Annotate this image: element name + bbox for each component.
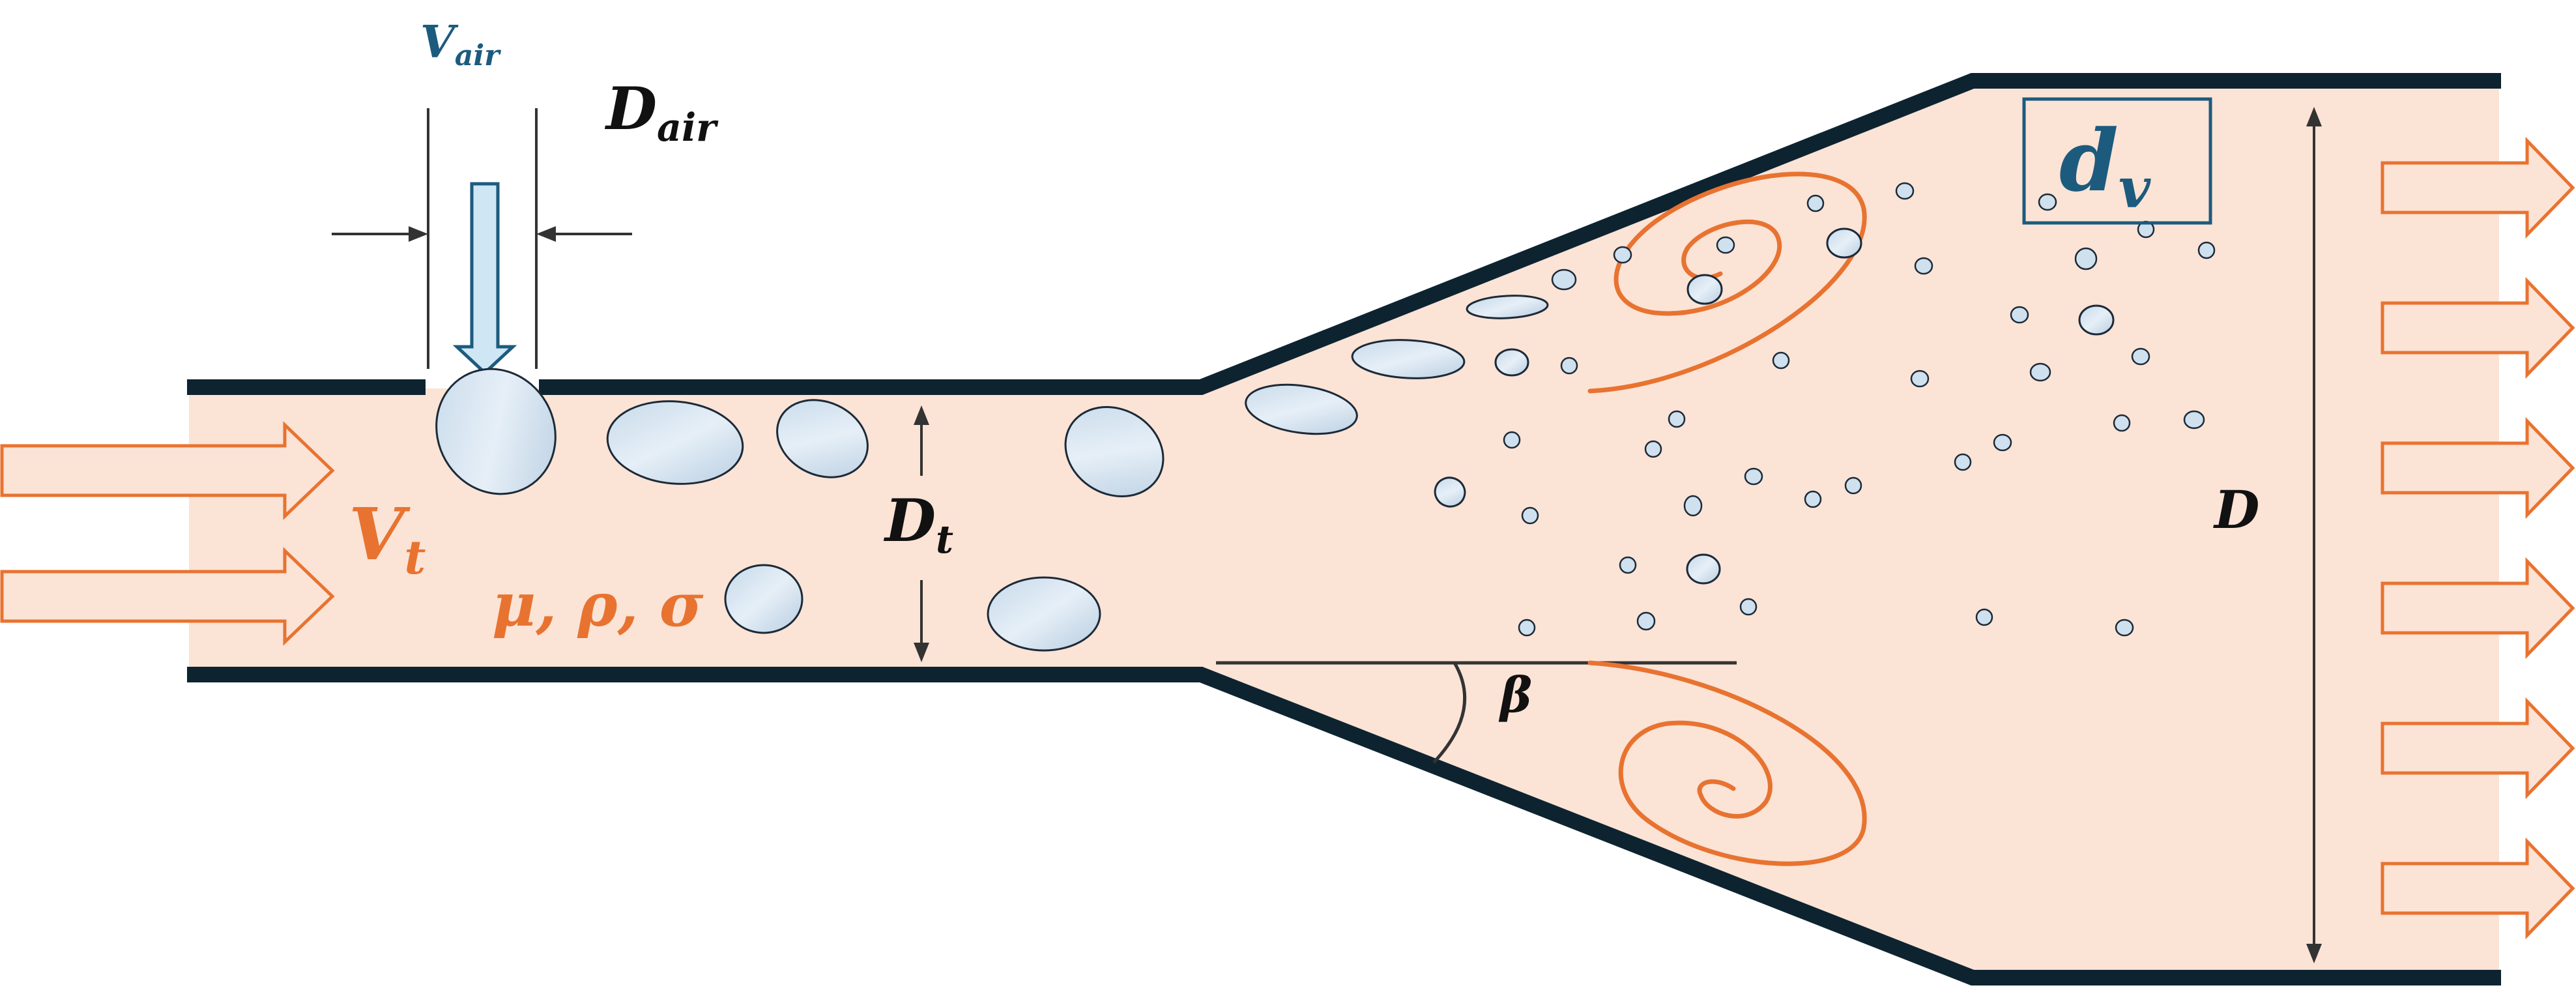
inlet-arrows: [0, 421, 335, 646]
channel-walls: [187, 73, 2501, 985]
dt-lower-arrowhead: [914, 643, 929, 662]
d-air-label: Dair: [604, 74, 719, 150]
ellipse-bubble-icon: [1686, 274, 1723, 305]
block-arrow-right-icon: [2381, 697, 2575, 800]
ellipse-bubble-icon: [1686, 553, 1721, 585]
ellipse-bubble-icon: [2078, 304, 2115, 336]
bottom-wall: [187, 667, 2501, 985]
outlet-diameter-dimension: [2306, 107, 2322, 963]
ellipse-bubble-icon: [1844, 476, 1862, 495]
ellipse-bubble-icon: [2038, 193, 2057, 211]
ellipse-bubble-icon: [1975, 608, 1993, 626]
ellipse-bubble-icon: [2029, 362, 2051, 382]
dv-box: [2022, 97, 2212, 225]
ellipse-bubble-icon: [1644, 440, 1662, 458]
ellipse-bubble-icon: [1993, 433, 2012, 452]
ellipse-bubble-icon: [1466, 295, 1549, 319]
diffuser-angle: [1216, 661, 1737, 764]
air-dim-right-arrowhead: [536, 226, 556, 242]
ellipse-bubble-icon: [1683, 495, 1703, 517]
block-arrow-right-icon: [2381, 136, 2575, 239]
ellipse-bubble-icon: [1613, 246, 1632, 264]
dt-upper-arrowhead: [914, 405, 929, 425]
block-arrow-right-icon: [2381, 416, 2575, 519]
air-inlet-dimension: [332, 108, 632, 369]
ellipse-bubble-icon: [2113, 414, 2131, 432]
ellipse-bubble-icon: [1826, 227, 1862, 259]
ellipse-bubble-icon: [2197, 241, 2216, 259]
ellipse-bubble-icon: [1668, 410, 1686, 428]
bubbles: [435, 182, 2216, 652]
ellipse-bubble-icon: [2183, 410, 2205, 430]
ellipse-bubble-icon: [724, 564, 803, 634]
ellipse-bubble-icon: [1744, 467, 1763, 486]
ellipse-bubble-icon: [606, 400, 744, 485]
ellipse-bubble-icon: [1772, 351, 1790, 370]
ellipse-bubble-icon: [1806, 194, 1825, 212]
ellipse-bubble-icon: [1351, 339, 1466, 379]
ellipse-bubble-icon: [776, 399, 869, 478]
beta-label: β: [1498, 667, 1532, 723]
angle-arc: [1432, 662, 1467, 764]
ellipse-bubble-icon: [2074, 247, 2098, 270]
block-arrow-right-icon: [2381, 837, 2575, 940]
ellipse-bubble-icon: [1518, 619, 1536, 637]
ellipse-bubble-icon: [1503, 431, 1521, 449]
ellipse-bubble-icon: [2010, 306, 2029, 324]
v-air-label: Vair: [420, 16, 501, 72]
ellipse-bubble-icon: [1739, 598, 1758, 616]
ellipse-bubble-icon: [1619, 556, 1637, 574]
ellipse-bubble-icon: [1636, 611, 1656, 631]
ellipse-bubble-icon: [1434, 476, 1466, 508]
d-lower-arrowhead: [2306, 944, 2322, 963]
ellipse-bubble-icon: [1804, 490, 1822, 508]
air-dim-left-arrowhead: [409, 226, 428, 242]
fluid-domain: [189, 80, 2499, 978]
ellipse-bubble-icon: [2115, 619, 2134, 637]
d-label: D: [2213, 479, 2259, 540]
ellipse-bubble-icon: [1551, 269, 1577, 291]
top-wall-right: [539, 73, 2501, 395]
ellipse-bubble-icon: [1245, 383, 1358, 435]
ellipse-bubble-icon: [1910, 370, 1930, 388]
block-arrow-down-icon: [452, 182, 517, 375]
ellipse-bubble-icon: [1521, 506, 1539, 525]
d-v-label: dv: [2059, 111, 2151, 220]
ellipse-bubble-icon: [435, 368, 557, 495]
block-arrow-right-icon: [0, 421, 335, 520]
spiral-vortex-icon: [1587, 171, 1867, 394]
ellipse-bubble-icon: [1716, 236, 1735, 254]
d-upper-arrowhead: [2306, 107, 2322, 126]
block-arrow-right-icon: [2381, 557, 2575, 660]
ellipse-bubble-icon: [987, 576, 1101, 652]
spiral-vortex-icon: [1587, 660, 1867, 866]
ellipse-bubble-icon: [1494, 348, 1529, 377]
ellipse-bubble-icon: [1895, 182, 1915, 200]
ellipse-bubble-icon: [1914, 257, 1933, 275]
v-t-label: Vt: [349, 492, 426, 585]
throat-diameter-dimension: [914, 405, 929, 662]
block-arrow-right-icon: [2381, 276, 2575, 379]
ellipse-bubble-icon: [1560, 357, 1578, 375]
ellipse-bubble-icon: [1064, 406, 1165, 497]
d-t-label: Dt: [883, 486, 953, 562]
block-arrow-right-icon: [0, 547, 335, 646]
outlet-arrows: [2381, 136, 2575, 940]
vortices: [1587, 171, 1867, 866]
ellipse-bubble-icon: [1954, 453, 1972, 471]
ellipse-bubble-icon: [2131, 347, 2150, 366]
fluid-properties-label: μ, ρ, σ: [492, 570, 704, 640]
